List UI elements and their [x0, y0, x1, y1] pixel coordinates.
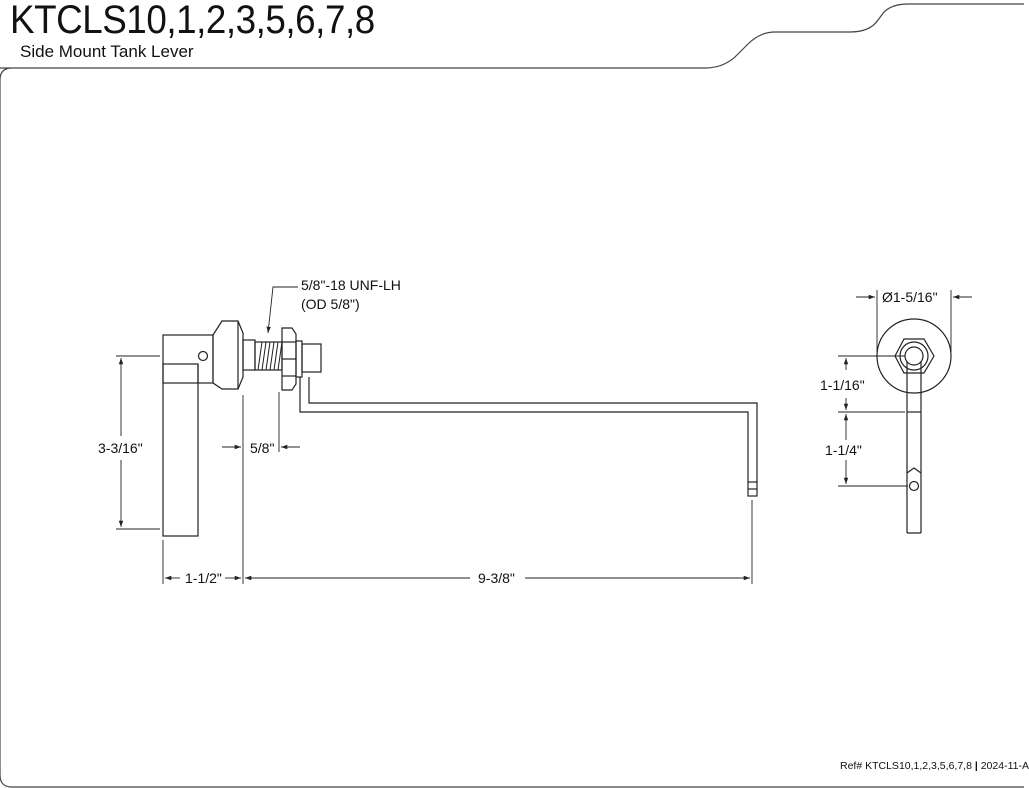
handle-grip	[162, 363, 199, 537]
reference-footer: Ref# KTCLS10,1,2,3,5,6,7,8 | 2024-11-A	[840, 759, 1029, 773]
dim-arm-length: 9-3/8"	[478, 570, 515, 586]
page-subtitle: Side Mount Tank Lever	[20, 42, 194, 61]
dim-flange-thread: 5/8"	[250, 440, 275, 456]
mounting-nut	[281, 327, 297, 391]
shaft-tip	[301, 343, 322, 373]
thread-od-label: (OD 5/8")	[301, 296, 360, 312]
sheet-border	[0, 3, 1024, 788]
collar	[242, 339, 256, 371]
lever-arm	[299, 377, 758, 482]
end-view-arm	[906, 362, 922, 534]
ref-number: Ref# KTCLS10,1,2,3,5,6,7,8	[840, 760, 972, 772]
ref-code: 2024-11-A	[980, 760, 1029, 772]
end-view-hole	[908, 480, 920, 492]
end-view-nut	[894, 338, 935, 374]
dim-end-lower: 1-1/4"	[825, 442, 862, 458]
page-title: KTCLS10,1,2,3,5,6,7,8	[10, 0, 375, 42]
set-screw	[197, 350, 209, 362]
dim-handle-width: 1-1/2"	[185, 570, 222, 586]
dim-end-upper: 1-1/16"	[820, 377, 865, 393]
ref-separator: |	[974, 760, 978, 772]
thread-spec-label: 5/8"-18 UNF-LH	[301, 277, 401, 293]
dim-diameter: Ø1-5/16"	[882, 289, 938, 305]
dim-handle-height: 3-3/16"	[98, 440, 143, 456]
handle-flange	[212, 320, 244, 390]
